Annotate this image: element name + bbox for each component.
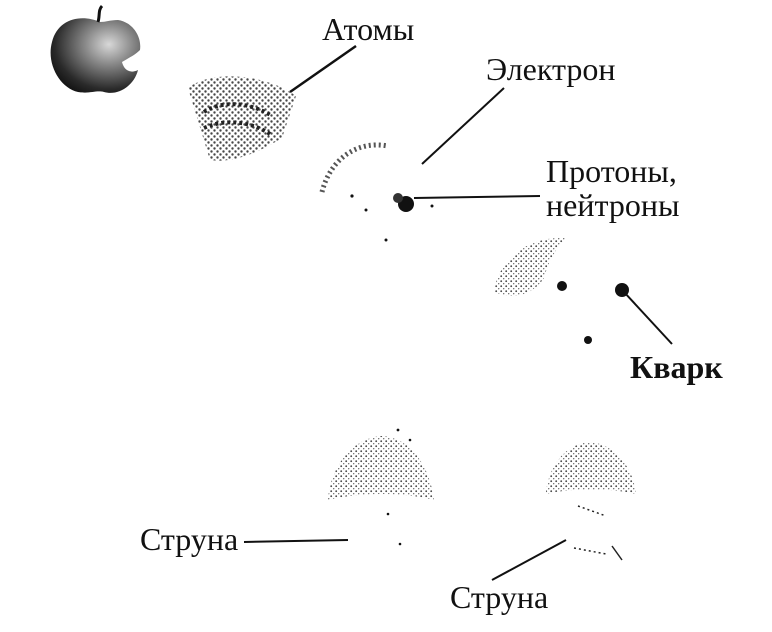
label-protons: Протоны,	[546, 153, 677, 189]
atom-with-electron-illustration	[319, 142, 434, 242]
label-neutrons: нейтроны	[546, 187, 680, 223]
label-atoms: Атомы	[322, 11, 415, 47]
leader-line-quark	[623, 291, 673, 345]
label-string-right: Струна	[450, 579, 549, 615]
vibrating-string-illustration-left	[328, 428, 434, 546]
atom-lattice-illustration	[188, 76, 296, 161]
label-electron: Электрон	[486, 51, 616, 87]
apple-illustration	[50, 4, 141, 93]
leader-line-atoms	[289, 44, 357, 94]
label-quark: Кварк	[630, 349, 723, 385]
leader-line-nucleons	[413, 195, 541, 199]
vibrating-string-illustration-right	[546, 442, 636, 561]
leader-line-electron	[421, 87, 505, 165]
label-protons-neutrons: Протоны, нейтроны	[546, 154, 679, 222]
nucleon-with-quarks-illustration	[494, 237, 629, 344]
leader-line-string-left	[243, 539, 349, 543]
label-string-left: Струна	[140, 521, 239, 557]
leader-line-string-right	[491, 539, 567, 581]
